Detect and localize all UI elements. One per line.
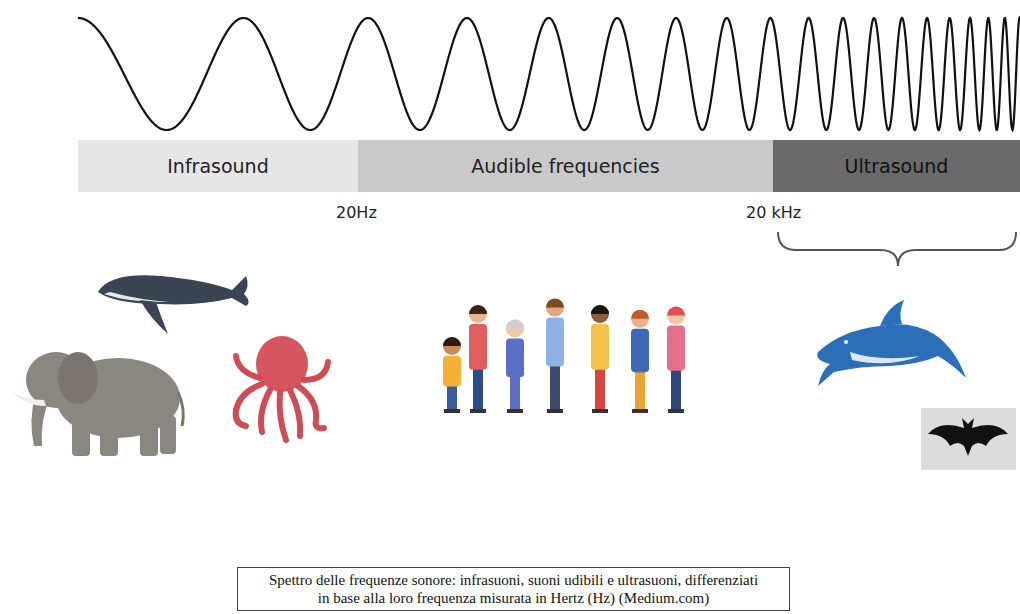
people-group (443, 299, 685, 413)
caption-box: Spettro delle frequenze sonore: infrasuo… (237, 567, 790, 611)
person-figure (546, 299, 564, 413)
elephant-figure (12, 352, 183, 456)
frequency-label: 20 kHz (746, 203, 801, 222)
bracket (778, 232, 1016, 266)
person-figure (506, 319, 524, 413)
sound-wave (78, 18, 1020, 130)
octopus-figure (236, 336, 328, 440)
ultrasound-band: Ultrasound (773, 140, 1020, 192)
person-figure (667, 307, 685, 413)
frequency-label: 20Hz (336, 203, 377, 222)
band-label: Infrasound (167, 155, 268, 177)
audible-band: Audible frequencies (358, 140, 773, 192)
bat-figure (921, 408, 1016, 470)
person-figure (443, 337, 461, 413)
infrasound-band: Infrasound (78, 140, 358, 192)
band-label: Audible frequencies (471, 155, 659, 177)
person-figure (469, 305, 487, 413)
whale-figure (98, 275, 249, 334)
person-figure (631, 310, 649, 413)
person-figure (591, 305, 609, 413)
dolphin-figure (817, 300, 966, 386)
band-label: Ultrasound (845, 155, 949, 177)
